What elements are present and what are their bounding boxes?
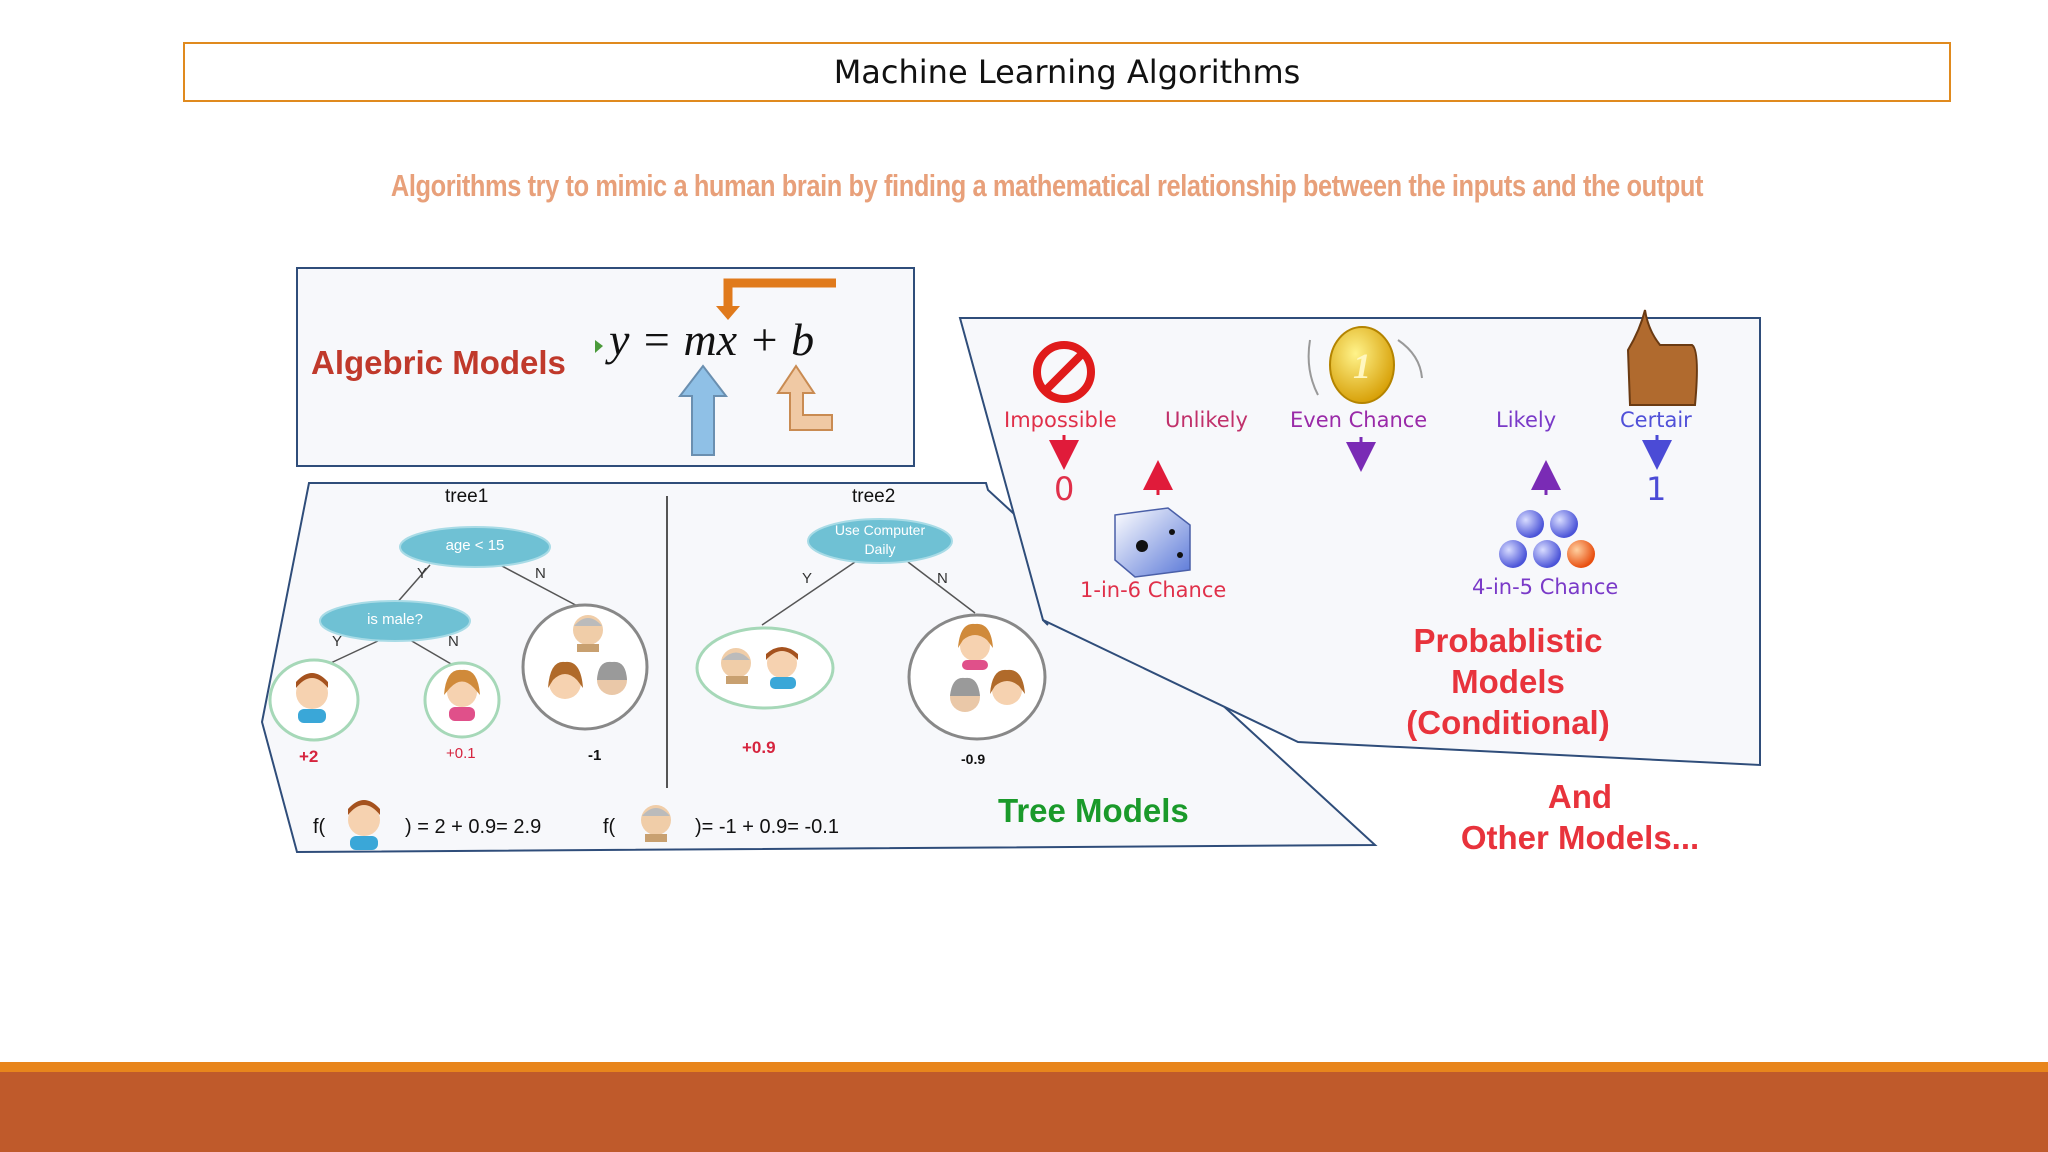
tree2-root-node bbox=[807, 518, 953, 564]
tree1-root-node bbox=[399, 526, 551, 568]
probabilistic-label-line2: Models bbox=[1451, 663, 1565, 700]
blue-up-arrow bbox=[677, 364, 729, 456]
balls-icon bbox=[1499, 510, 1595, 568]
boy-face-icon bbox=[296, 673, 328, 723]
formula-elder-icon bbox=[641, 805, 671, 842]
die-icon bbox=[1114, 507, 1191, 578]
girl-face-icon bbox=[444, 669, 480, 721]
tree2-edge-yes bbox=[761, 561, 856, 626]
tree1-title: tree1 bbox=[445, 486, 489, 507]
tree2-root-text-line1: Use Computer bbox=[834, 522, 926, 538]
linear-equation: y = mx + b bbox=[609, 314, 815, 365]
tree1-sub-yes-label: Y bbox=[332, 633, 343, 650]
tree2-leaf1-circle bbox=[695, 626, 835, 710]
footer-bar bbox=[0, 1072, 2048, 1152]
coin-digit: 1 bbox=[1353, 346, 1371, 386]
probability-zero: 0 bbox=[1054, 470, 1075, 508]
formula1-suffix: ) = 2 + 0.9= 2.9 bbox=[405, 816, 542, 838]
tree1-sub-no-label: N bbox=[448, 633, 459, 650]
tree1-edge-yes bbox=[394, 564, 431, 606]
coin-icon bbox=[1307, 326, 1423, 404]
tree1-yes-label: Y bbox=[417, 565, 428, 582]
tree1-leaf2-value: +0.1 bbox=[446, 745, 476, 762]
other-models-line2: Other Models... bbox=[1460, 819, 1700, 856]
tree2-title: tree2 bbox=[852, 486, 896, 507]
scale-even-chance: Even Chance bbox=[1290, 408, 1428, 432]
footer-accent-line bbox=[0, 1062, 2048, 1072]
tree1-leaf3-value: -1 bbox=[588, 747, 602, 764]
probabilistic-label-line3: (Conditional) bbox=[1406, 704, 1610, 741]
scale-impossible: Impossible bbox=[1004, 408, 1117, 432]
formula1-prefix: f( bbox=[313, 816, 326, 838]
tree2-no-label: N bbox=[937, 570, 948, 587]
tree1-root-text: age < 15 bbox=[445, 537, 505, 554]
tree2-yes-label: Y bbox=[802, 570, 813, 587]
tree1-no-label: N bbox=[535, 565, 546, 582]
slide-subtitle: Algorithms try to mimic a human brain by… bbox=[390, 168, 1704, 203]
tree2-no-group-icon bbox=[950, 623, 1025, 712]
probability-one: 1 bbox=[1646, 470, 1667, 508]
formula2-suffix: )= -1 + 0.9= -0.1 bbox=[695, 816, 839, 838]
probabilistic-label-line1: Probablistic bbox=[1413, 622, 1603, 659]
scale-likely: Likely bbox=[1496, 408, 1557, 432]
orange-elbow-arrow bbox=[723, 278, 836, 312]
thumbs-up-icon bbox=[1626, 309, 1698, 406]
elderly-group-icon bbox=[548, 615, 627, 699]
formula2-prefix: f( bbox=[603, 816, 616, 838]
scale-unlikely: Unlikely bbox=[1165, 408, 1248, 432]
tree1-edge-no bbox=[499, 564, 586, 611]
algebraic-panel bbox=[296, 267, 915, 467]
tree1-child-text: is male? bbox=[367, 611, 423, 628]
tree-models-label: Tree Models bbox=[998, 792, 1189, 829]
tree1-leaf3-circle bbox=[521, 603, 649, 731]
tree2-leaf2-value: -0.9 bbox=[961, 751, 986, 767]
green-marker-icon bbox=[595, 340, 603, 353]
forbidden-icon bbox=[1033, 341, 1095, 403]
tree2-edge-no bbox=[907, 561, 976, 614]
tree2-yes-group-icon bbox=[721, 647, 798, 689]
probability-panel bbox=[958, 317, 1761, 767]
tree1-child-node bbox=[319, 600, 471, 642]
orange-arrow-head bbox=[716, 306, 740, 320]
die-chance-label: 1-in-6 Chance bbox=[1080, 578, 1227, 602]
other-models-line1: And bbox=[1547, 778, 1613, 815]
tree2-leaf2-circle bbox=[907, 613, 1047, 741]
tree1-leaf1-value: +2 bbox=[299, 747, 319, 766]
algebraic-label: Algebric Models bbox=[311, 344, 566, 381]
tan-bent-arrow bbox=[776, 364, 833, 431]
scale-certain: Certair bbox=[1620, 408, 1692, 432]
probability-panel-tail bbox=[1042, 619, 1049, 626]
formula-boy-icon bbox=[348, 800, 380, 850]
balls-chance-label: 4-in-5 Chance bbox=[1472, 575, 1619, 599]
slide-title: Machine Learning Algorithms bbox=[183, 42, 1951, 102]
tree2-leaf1-value: +0.9 bbox=[742, 738, 776, 757]
tree2-root-text-line2: Daily bbox=[864, 541, 896, 557]
tree1-sub-edge-no bbox=[409, 639, 459, 669]
